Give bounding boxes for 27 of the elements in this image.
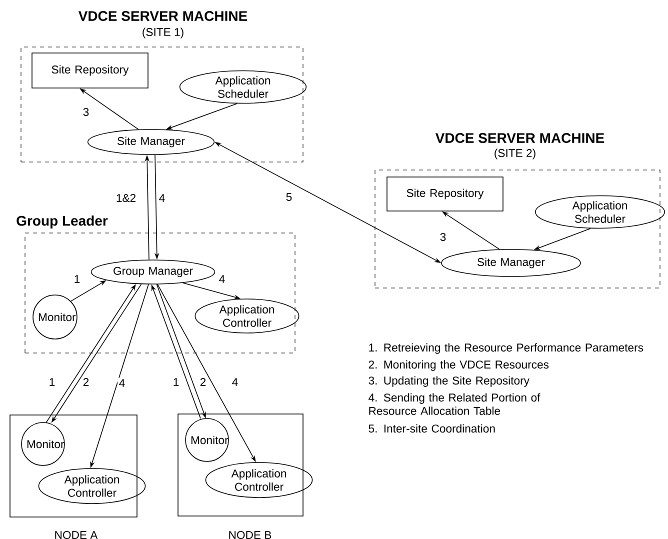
group-heading: VDCE SERVER MACHINE: [435, 133, 604, 143]
edge-label: 1&2: [114, 192, 138, 204]
edge-label: 4: [158, 192, 166, 204]
group-heading: VDCE SERVER MACHINE: [78, 11, 248, 21]
edge-label: 1: [48, 376, 56, 388]
edge-label: 2: [198, 376, 208, 388]
group-heading: (SITE 2): [494, 148, 536, 160]
edge-label: 2: [82, 376, 90, 388]
edge-label: 4: [118, 378, 126, 388]
edge-label: 4: [230, 376, 240, 388]
edge-label: 3: [438, 232, 448, 242]
group-heading: NODE A: [55, 531, 98, 539]
legend-note: 4. Sending the Related Portion of Resource Allocation Table: [368, 393, 540, 415]
legend-note: 5. Inter-site Coordination: [368, 424, 495, 433]
group-heading: NODE B: [229, 531, 272, 539]
edge-label: 5: [284, 192, 294, 202]
group-heading: Group Leader: [16, 215, 108, 229]
legend-note: 1. Retreieving the Resource Performance Parameters: [369, 343, 644, 354]
edge-label: 3: [82, 106, 90, 118]
edge-label: 1: [172, 376, 180, 388]
group-heading: (SITE 1): [142, 28, 184, 38]
repository-box: Site Repository: [32, 52, 148, 88]
legend-note: 2. Monitoring the VDCE Resources: [368, 360, 549, 371]
legend-note: 3. Updating the Site Repository: [368, 376, 530, 387]
repository-box: Site Repository: [386, 176, 504, 212]
edge-label: 4: [218, 274, 226, 284]
edge-label: 1: [72, 274, 82, 284]
